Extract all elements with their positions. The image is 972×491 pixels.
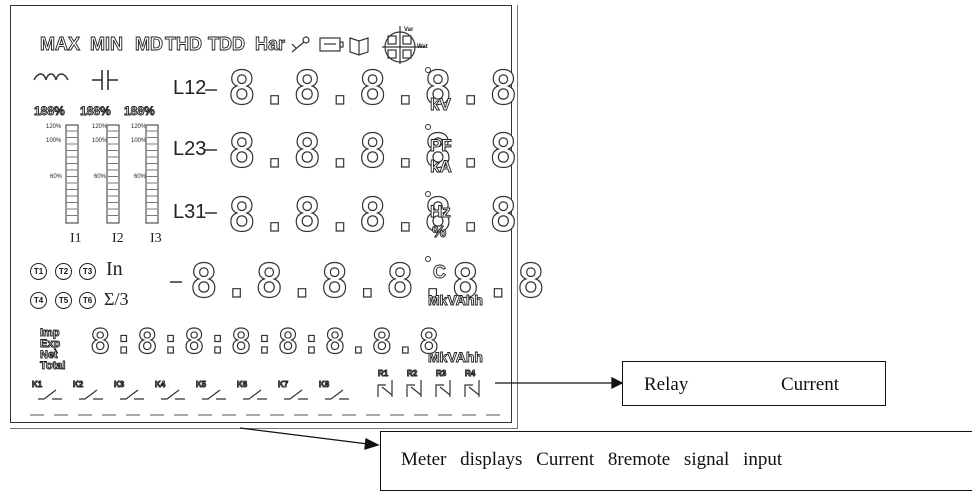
relay-label-r1: R1 — [378, 369, 389, 378]
unit-energy-row5: MkVAhh — [428, 349, 484, 365]
lcd-display-panel — [10, 5, 512, 423]
phase-label-l23: L23 — [173, 138, 207, 160]
switch-label-k4: K4 — [155, 380, 166, 389]
unit-kv: kV — [430, 95, 452, 114]
indicator-min: MIN — [90, 34, 124, 54]
tariff-t5: T5 — [55, 292, 72, 309]
book-icon — [349, 37, 369, 56]
tariff-t3: T3 — [79, 263, 96, 280]
switch-label-k5: K5 — [196, 380, 207, 389]
relay-callout-box: Relay Current — [622, 361, 886, 406]
phase-label-l31: L31 — [173, 201, 207, 223]
relay-callout-left: Relay — [644, 374, 689, 395]
relay-label-r2: R2 — [407, 369, 418, 378]
bargraph-group — [65, 124, 159, 224]
segment-display-row1: 8.8.8.8.8 — [227, 61, 523, 115]
bar-scale-60-1: 60% — [50, 174, 63, 180]
unit-celsius: C — [433, 262, 447, 282]
unit-pf: PF — [430, 136, 453, 155]
quadrant-label-var: Var — [404, 27, 414, 33]
switch-label-k2: K2 — [73, 380, 84, 389]
tariff-t6: T6 — [79, 292, 96, 309]
unit-ka: kA — [430, 157, 453, 176]
bar-scale-100-1: 100% — [46, 138, 62, 144]
switch-label-k1: K1 — [32, 380, 43, 389]
switch-icon — [325, 389, 349, 400]
bar-scale-120-2: 120% — [92, 124, 108, 130]
bar-scale-60-3: 60% — [134, 174, 147, 180]
unit-hz: Hz — [430, 202, 452, 221]
remote-callout-box: Meter displays Current 8remote signal in… — [380, 431, 972, 491]
indicator-har: Har — [255, 34, 286, 54]
bar-scale-120-3: 120% — [131, 124, 147, 130]
percent-readout-2: 188% — [80, 104, 112, 118]
remote-arrow — [239, 427, 380, 450]
bar-scale-120-1: 120% — [46, 124, 62, 130]
battery-icon — [319, 37, 344, 52]
tariff-t1: T1 — [30, 263, 47, 280]
switch-icon — [202, 389, 226, 400]
quadrant-icon — [382, 26, 425, 64]
relay-icon — [377, 380, 393, 397]
indicator-md: MD — [135, 34, 164, 54]
bar-scale-100-2: 100% — [92, 138, 108, 144]
wrench-icon — [291, 36, 310, 53]
switch-icon — [38, 389, 62, 400]
switch-label-k6: K6 — [237, 380, 248, 389]
bar-label-i1: I1 — [70, 231, 82, 246]
switch-icon — [284, 389, 308, 400]
relay-label-r4: R4 — [465, 369, 476, 378]
indicator-tdd: TDD — [208, 34, 246, 54]
bar-label-i2: I2 — [112, 231, 124, 246]
relay-icon — [464, 380, 480, 397]
switch-label-k3: K3 — [114, 380, 125, 389]
fourteen-segment-display: 8:8:8:8:8:8.8.8 — [89, 322, 443, 362]
panel-shadow — [10, 5, 518, 429]
switch-icon — [243, 389, 267, 400]
segment-display-row4: 8.8.8.8.8.8 — [189, 254, 550, 308]
switch-label-k8: K8 — [319, 380, 330, 389]
inductor-icon — [33, 73, 69, 81]
unit-energy-row4: MkVAhh — [428, 292, 484, 308]
energy-label-imp: Imp — [40, 327, 60, 339]
segment-display-row2: 8.8.8.8.8 — [227, 124, 523, 178]
relay-icon — [435, 380, 451, 397]
relay-callout-right: Current — [781, 374, 840, 395]
relay-icon — [406, 380, 422, 397]
relay-arrow — [495, 376, 624, 390]
percent-readout-1: 188% — [34, 104, 66, 118]
segment-display-row3: 8.8.8.8.8 — [227, 188, 523, 242]
percent-readout-3: 188% — [124, 104, 156, 118]
quadrant-label-wat: Wat — [417, 44, 428, 50]
unit-percent: % — [432, 224, 447, 241]
switch-icon — [79, 389, 103, 400]
indicator-max: MAX — [40, 34, 81, 54]
bar-scale-60-2: 60% — [94, 174, 107, 180]
energy-label-total: Total — [40, 360, 66, 372]
energy-label-net: Net — [40, 349, 59, 361]
sum-label: Σ/3 — [104, 289, 129, 309]
switch-label-k7: K7 — [278, 380, 289, 389]
remote-callout-text: Meter displays Current 8remote signal in… — [401, 449, 783, 470]
capacitor-icon — [92, 70, 118, 90]
neutral-label: In — [106, 258, 123, 280]
tariff-t4: T4 — [30, 292, 47, 309]
energy-label-exp: Exp — [40, 338, 61, 350]
bar-label-i3: I3 — [150, 231, 162, 246]
indicator-thd: THD — [165, 34, 203, 54]
switch-icon — [161, 389, 185, 400]
bar-scale-100-3: 100% — [131, 138, 147, 144]
phase-label-l12: L12 — [173, 77, 207, 99]
switch-icon — [120, 389, 144, 400]
tariff-t2: T2 — [55, 263, 72, 280]
relay-label-r3: R3 — [436, 369, 447, 378]
